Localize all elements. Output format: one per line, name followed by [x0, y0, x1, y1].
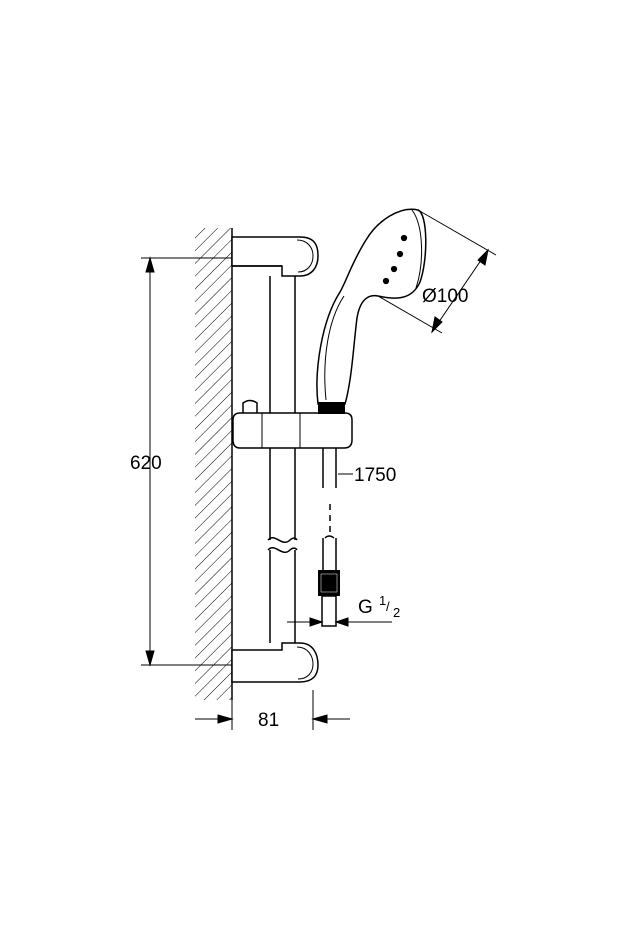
dimension-diameter-label: Ø100: [422, 286, 468, 307]
dimension-projection-label: 81: [258, 710, 279, 731]
wall-hatching: [195, 228, 232, 700]
dimension-thread-numerator: 1: [379, 593, 386, 608]
dimension-projection: [195, 690, 350, 730]
wall: [195, 228, 233, 700]
hand-shower: [316, 208, 427, 405]
hose-nut-highlight: [320, 573, 338, 593]
slider-holder: [232, 399, 353, 449]
dimension-height-label: 620: [130, 453, 162, 474]
hose: [322, 448, 337, 570]
bottom-bracket: [231, 642, 319, 683]
hose-thread: [321, 595, 337, 627]
dimension-height: [141, 256, 232, 667]
rail: [267, 276, 298, 643]
dimension-thread-label: G: [358, 597, 373, 618]
dimension-diameter: [377, 209, 497, 334]
dimension-thread: [287, 617, 392, 627]
dimension-thread-slash: /: [386, 599, 390, 614]
top-bracket: [231, 236, 319, 277]
shower-connector-knurl: [318, 402, 345, 414]
dimension-thread-denominator: 2: [393, 605, 400, 620]
dimension-hose-label: 1750: [354, 465, 396, 486]
